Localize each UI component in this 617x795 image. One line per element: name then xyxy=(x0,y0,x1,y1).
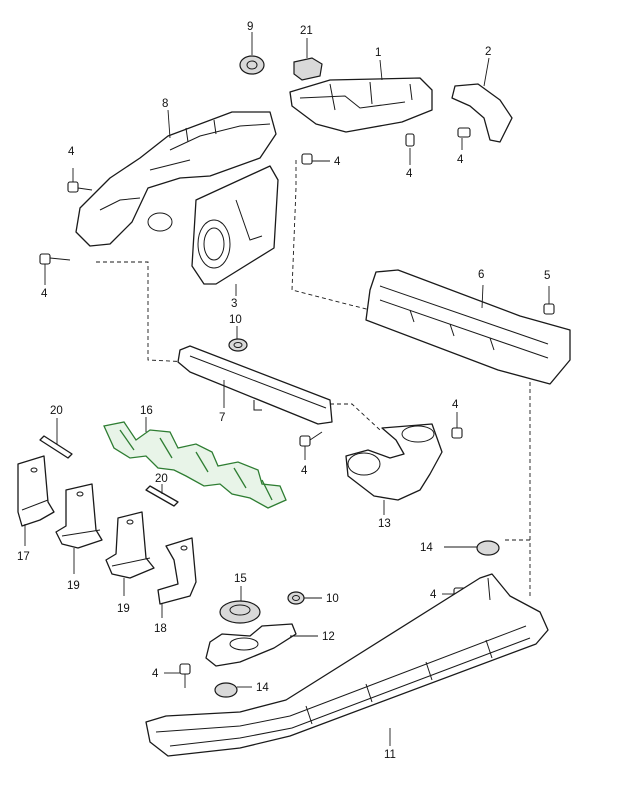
label-20-b: 20 xyxy=(155,473,168,485)
bolt-4-duct-right[interactable] xyxy=(451,427,463,439)
part-14-plug-lower[interactable] xyxy=(214,682,238,698)
part-16-shield-highlighted[interactable] xyxy=(103,421,287,509)
part-10-grommet-upper[interactable] xyxy=(228,338,248,352)
bolt-4-lower-left[interactable] xyxy=(179,663,191,675)
label-12: 12 xyxy=(322,631,335,643)
part-20-strip-lower[interactable] xyxy=(145,485,179,507)
part-14-plug-upper[interactable] xyxy=(476,540,500,556)
label-4-b: 4 xyxy=(457,154,464,166)
label-3: 3 xyxy=(231,298,237,310)
label-10-b: 10 xyxy=(326,593,339,605)
label-4-d: 4 xyxy=(41,288,48,300)
part-10-grommet-lower[interactable] xyxy=(287,591,305,605)
label-4-f: 4 xyxy=(301,465,308,477)
label-21: 21 xyxy=(300,25,313,37)
label-19-a: 19 xyxy=(67,580,80,592)
bolt-4-left-b[interactable] xyxy=(39,253,51,265)
label-1: 1 xyxy=(375,47,381,59)
part-2-bracket[interactable] xyxy=(451,83,513,143)
part-3-side-panel[interactable] xyxy=(191,165,279,285)
part-11-lower-valance[interactable] xyxy=(145,573,549,757)
bolt-4-center[interactable] xyxy=(301,153,313,165)
label-4-e: 4 xyxy=(334,156,341,168)
label-4-g: 4 xyxy=(452,399,459,411)
part-15-grommet[interactable] xyxy=(219,600,261,624)
bolt-5[interactable] xyxy=(543,303,555,315)
label-14-a: 14 xyxy=(420,542,433,554)
label-14-b: 14 xyxy=(256,682,269,694)
part-17-bracket[interactable] xyxy=(17,455,55,527)
part-13-duct[interactable] xyxy=(345,423,443,501)
label-20-a: 20 xyxy=(50,405,63,417)
part-6-rear-shroud[interactable] xyxy=(365,269,571,385)
label-6: 6 xyxy=(478,269,484,281)
part-20-strip-upper[interactable] xyxy=(39,435,73,459)
part-8-left-shroud[interactable] xyxy=(75,111,277,247)
label-16: 16 xyxy=(140,405,153,417)
bolt-4-duct-left[interactable] xyxy=(299,435,311,447)
label-18: 18 xyxy=(154,623,167,635)
part-21-clip[interactable] xyxy=(293,57,323,81)
label-9: 9 xyxy=(247,21,253,33)
part-18-bracket[interactable] xyxy=(157,537,197,605)
part-9-grommet[interactable] xyxy=(239,55,265,75)
label-7: 7 xyxy=(219,412,225,424)
label-5: 5 xyxy=(544,270,550,282)
label-4-i: 4 xyxy=(430,589,437,601)
label-11: 11 xyxy=(384,749,396,761)
label-8: 8 xyxy=(162,98,168,110)
part-7-rail[interactable] xyxy=(177,345,333,425)
label-4-c: 4 xyxy=(68,146,75,158)
label-4-a: 4 xyxy=(406,168,413,180)
bolt-4-top-b[interactable] xyxy=(457,127,471,138)
bolt-4-top-a[interactable] xyxy=(405,133,415,147)
label-10-a: 10 xyxy=(229,314,242,326)
part-1-upper-cover[interactable] xyxy=(289,77,433,133)
label-2: 2 xyxy=(485,46,491,58)
label-4-h: 4 xyxy=(152,668,159,680)
label-15: 15 xyxy=(234,573,247,585)
label-19-b: 19 xyxy=(117,603,130,615)
part-19-bracket-right[interactable] xyxy=(105,511,155,579)
label-17: 17 xyxy=(17,551,30,563)
part-12-support[interactable] xyxy=(205,623,297,667)
part-19-bracket-left[interactable] xyxy=(55,483,103,549)
label-13: 13 xyxy=(378,518,391,530)
bolt-4-left-a[interactable] xyxy=(67,181,79,193)
